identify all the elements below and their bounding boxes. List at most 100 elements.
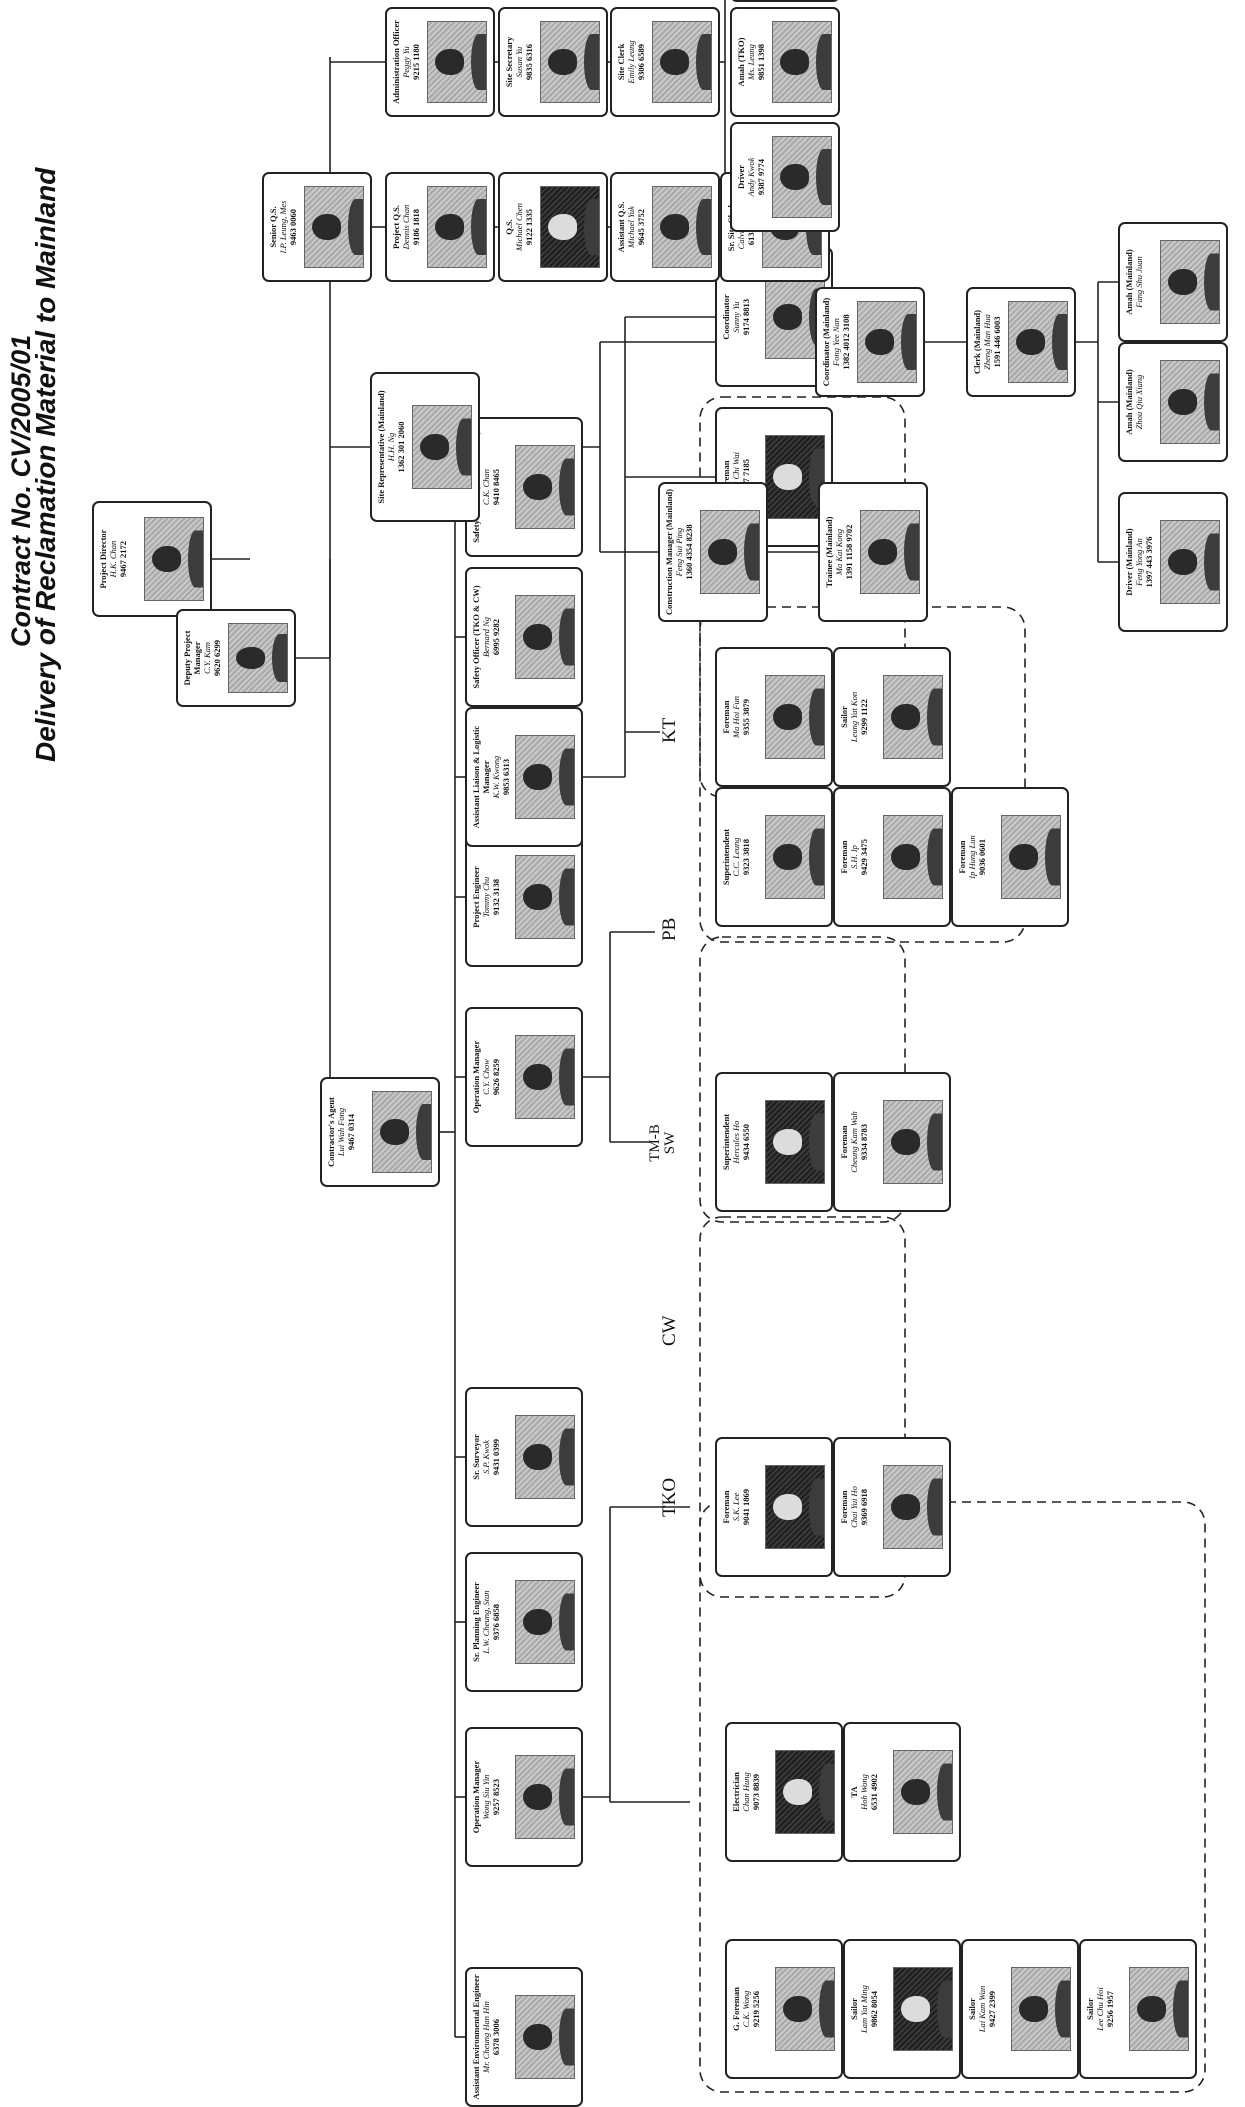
node-phone: 9429 3475 (859, 838, 869, 876)
node-name: Chai Yui Ho (849, 1486, 859, 1528)
node-phone: 9122 1335 (524, 208, 534, 246)
person-photo (144, 517, 204, 601)
node-name: Fang Shu Juan (1134, 256, 1144, 308)
node-role: Coordinator (Mainland) (821, 297, 831, 387)
node-name: Andy Kwok (746, 157, 756, 197)
node-phone: 9306 6589 (636, 43, 646, 81)
person-head-icon (548, 49, 577, 75)
node-name: C.C. Leung (731, 837, 741, 877)
person-photo (765, 675, 825, 759)
person-photo (1160, 240, 1220, 324)
node-role: Driver (Mainland) (1124, 528, 1134, 596)
person-photo (427, 186, 487, 268)
person-shoulders-icon (816, 34, 831, 90)
person-head-icon (783, 1996, 812, 2022)
node-role: Clerk (Mainland) (972, 310, 982, 374)
person-head-icon (773, 304, 802, 330)
node-name: Dennis Chan (401, 204, 411, 250)
node-role: Trainee (Mainland) (824, 516, 834, 588)
node-phone: 6531 4902 (869, 1773, 879, 1811)
person-shoulders-icon (559, 868, 574, 926)
node-role: Operation Manager (471, 1760, 481, 1834)
node-name: H.H. Ng (386, 432, 396, 462)
node-phone: 9463 0060 (288, 208, 298, 246)
node-name: Bernard Ng (481, 616, 491, 658)
node-name: Lui Wah Fong (336, 1107, 346, 1157)
person-head-icon (312, 214, 341, 240)
group-label-tko: TKO (659, 1477, 680, 1517)
node-role: Sailor (967, 1998, 977, 2020)
node-name: Leung Yat Kon (849, 691, 859, 743)
node-phone: 9376 6858 (491, 1603, 501, 1641)
person-photo (1160, 520, 1220, 604)
node-phone: 9323 3818 (741, 838, 751, 876)
person-photo (515, 855, 575, 939)
node-phone: 9467 0314 (346, 1113, 356, 1151)
person-photo (775, 1967, 835, 2051)
node-role: Amah (Mainland) (1124, 369, 1134, 435)
node-phone: 9036 0601 (977, 838, 987, 876)
node-phone: 9334 8783 (859, 1123, 869, 1161)
node-phone: 9215 1180 (411, 44, 421, 80)
person-head-icon (1168, 389, 1197, 415)
person-head-icon (1009, 844, 1038, 870)
person-head-icon (891, 1494, 920, 1520)
person-head-icon (773, 464, 802, 490)
person-shoulders-icon (272, 634, 287, 682)
node-name: Michael Yuk (626, 206, 636, 248)
person-photo (857, 301, 917, 383)
person-photo (304, 186, 364, 268)
person-photo (652, 21, 712, 103)
node-phone: 1382 4012 3108 (841, 314, 851, 370)
node-phone: 9431 0399 (491, 1438, 501, 1476)
node-role: Operation Manager (471, 1040, 481, 1114)
node-name: L.W. Cheung, Stan (481, 1590, 491, 1654)
person-photo (515, 1580, 575, 1664)
person-shoulders-icon (416, 1104, 431, 1160)
node-name: C.K. Chan (481, 468, 491, 506)
person-head-icon (891, 704, 920, 730)
person-head-icon (1019, 1996, 1048, 2022)
person-shoulders-icon (471, 199, 486, 255)
person-photo (893, 1750, 953, 1834)
person-shoulders-icon (559, 2008, 574, 2066)
node-phone: 9355 3879 (741, 698, 751, 736)
person-head-icon (152, 546, 181, 572)
person-head-icon (523, 884, 552, 910)
node-text: Amah (Mainland)Zhou Qiu Xiang (1124, 347, 1144, 457)
node-phone: 6378 3006 (491, 2018, 501, 2056)
person-head-icon (435, 214, 464, 240)
person-shoulders-icon (809, 1478, 824, 1536)
person-head-icon (901, 1996, 930, 2022)
person-head-icon (435, 49, 464, 75)
node-name: K.W. Kwong (491, 755, 501, 799)
node-name: Emily Leung (626, 40, 636, 84)
node-role: Project Q.S. (391, 205, 401, 249)
node-role: Superintendent (721, 1113, 731, 1171)
person-photo (1008, 301, 1068, 383)
node-name: Lai Kam Wan (977, 1985, 987, 2033)
person-shoulders-icon (901, 314, 916, 370)
